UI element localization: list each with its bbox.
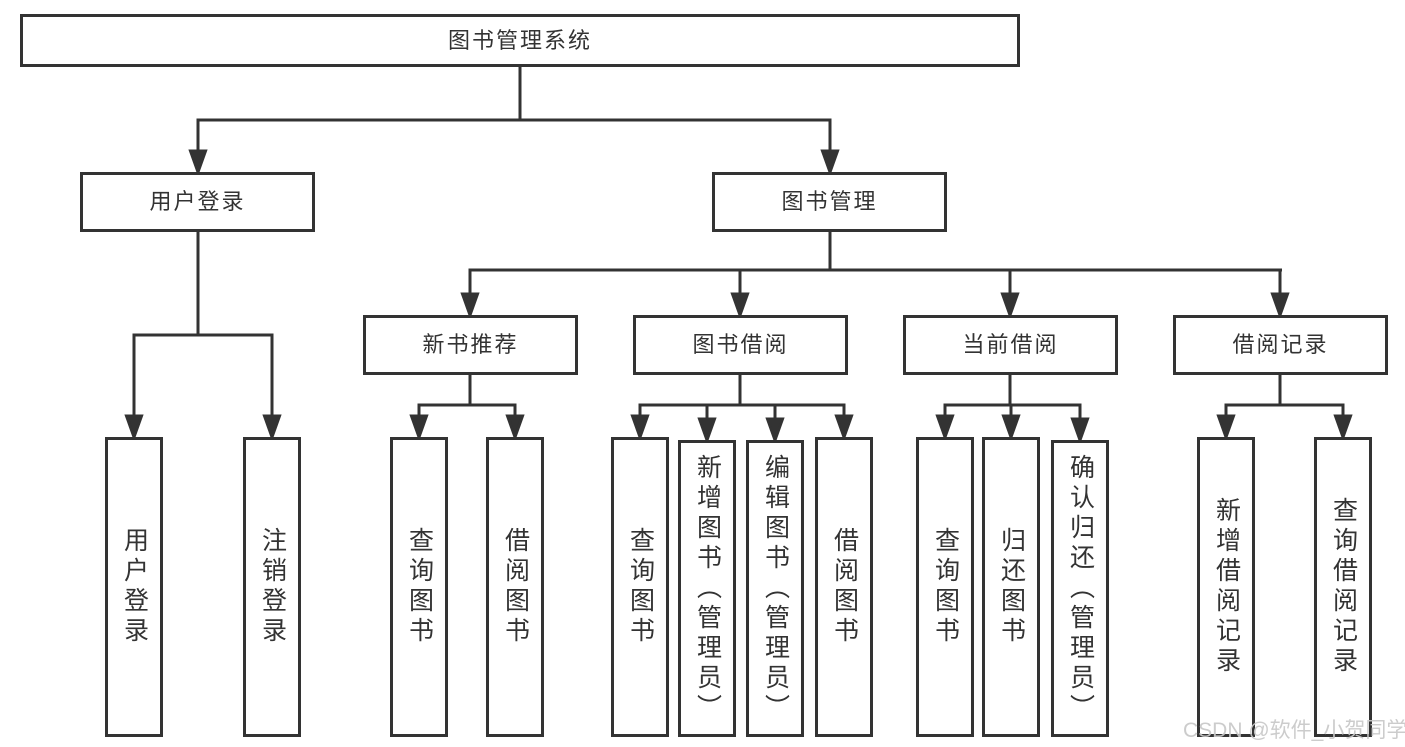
connector-root-to-level2 [188, 67, 840, 177]
node-root: 图书管理系统 [20, 14, 1020, 67]
node-user-login: 用户登录 [80, 172, 315, 232]
node-borrow-records: 借阅记录 [1173, 315, 1388, 375]
connector-user-login-to-leaves [124, 232, 282, 442]
node-leaf-logout: 注销登录 [243, 437, 301, 737]
node-leaf-add-book-admin: 新增图书（管理员） [678, 440, 736, 737]
node-leaf-return-books: 归还图书 [982, 437, 1040, 737]
node-leaf-query-books-rec: 查询图书 [390, 437, 448, 737]
node-book-mgmt: 图书管理 [712, 172, 947, 232]
node-leaf-add-borrow-record: 新增借阅记录 [1197, 437, 1255, 737]
connector-book-mgmt-to-level3 [460, 232, 1290, 320]
node-leaf-edit-book-admin: 编辑图书（管理员） [746, 440, 804, 737]
connector-new-book-rec-to-leaves [409, 375, 525, 442]
node-leaf-query-books-current: 查询图书 [916, 437, 974, 737]
node-leaf-borrow-books-rec: 借阅图书 [486, 437, 544, 737]
node-leaf-query-books-borrow: 查询图书 [611, 437, 669, 737]
node-current-borrow: 当前借阅 [903, 315, 1118, 375]
connector-current-borrow-to-leaves [935, 375, 1090, 445]
node-leaf-query-borrow-record: 查询借阅记录 [1314, 437, 1372, 737]
node-leaf-user-login: 用户登录 [105, 437, 163, 737]
csdn-watermark: CSDN @软件_小贺同学 [1183, 719, 1405, 742]
node-leaf-borrow-books-borrow: 借阅图书 [815, 437, 873, 737]
node-new-book-rec: 新书推荐 [363, 315, 578, 375]
node-leaf-confirm-return-admin: 确认归还（管理员） [1051, 440, 1109, 737]
connector-borrow-records-to-leaves [1216, 375, 1353, 442]
node-book-borrow: 图书借阅 [633, 315, 848, 375]
connector-book-borrow-to-leaves [630, 375, 854, 445]
